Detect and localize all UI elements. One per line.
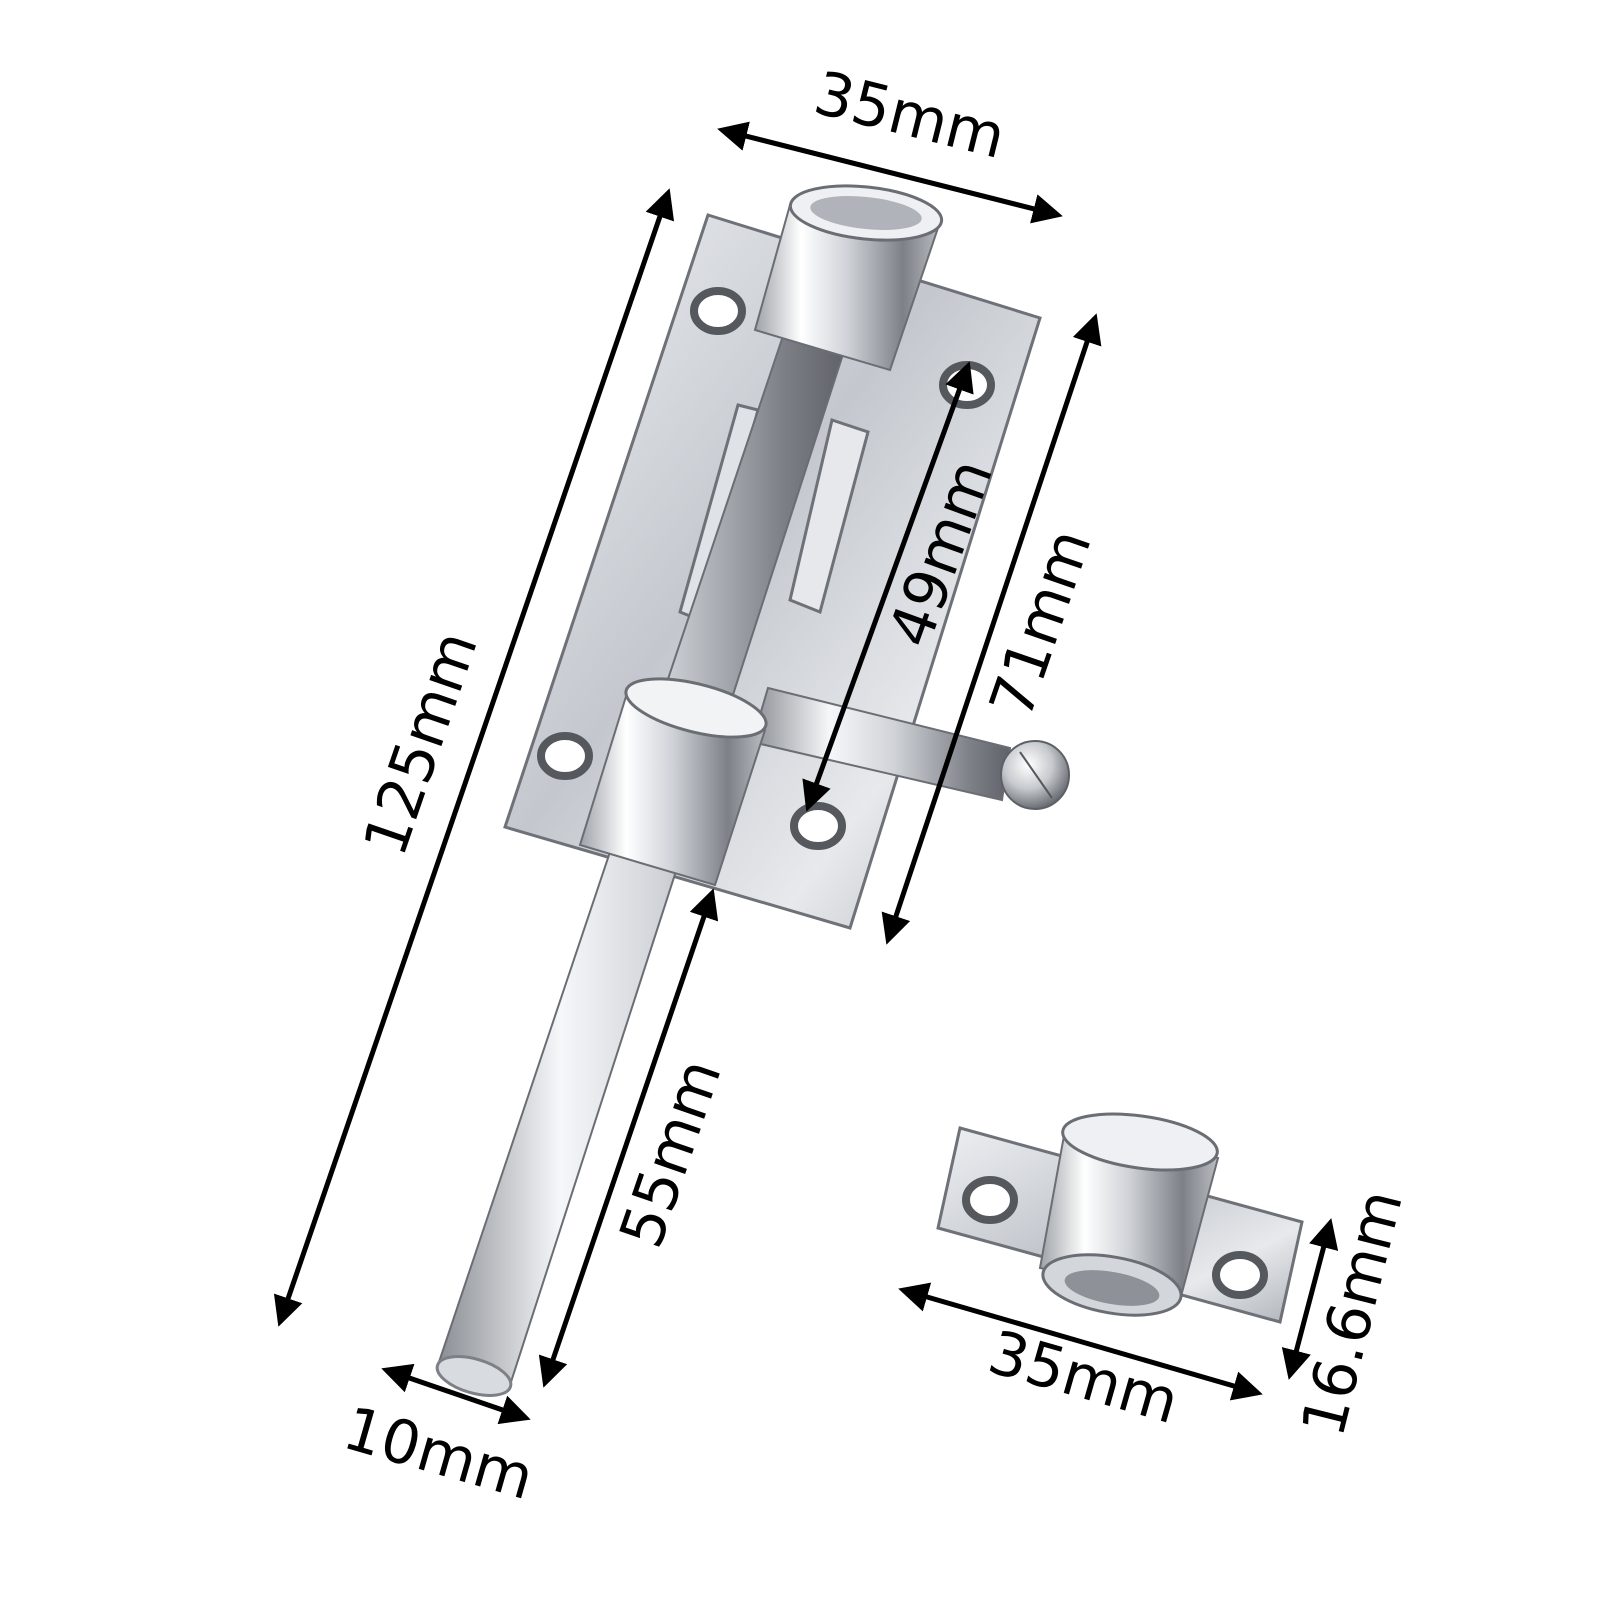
dimension-line-plate-length	[881, 313, 1102, 945]
screw-hole	[690, 287, 746, 335]
label-bolt-extension: 55mm	[607, 1051, 736, 1257]
dimension-line-keeper-height	[1281, 1218, 1339, 1380]
screw-hole	[537, 732, 593, 780]
label-keeper-width: 35mm	[981, 1317, 1186, 1438]
dimension-line-rod-diameter	[381, 1363, 531, 1425]
screw-hole	[790, 802, 846, 850]
dimension-line-bolt-length	[273, 188, 675, 1327]
screw-hole	[1212, 1251, 1268, 1299]
label-bolt-width: 35mm	[808, 58, 1012, 173]
dimension-lines	[273, 121, 1339, 1425]
label-bolt-length: 125mm	[350, 623, 492, 865]
dimension-line-bolt-width	[717, 121, 1063, 224]
dimension-line-keeper-width	[898, 1282, 1263, 1401]
dimension-line-bolt-extension	[538, 888, 719, 1388]
screw-hole	[962, 1176, 1018, 1224]
bolt-keeper	[936, 1112, 1304, 1324]
